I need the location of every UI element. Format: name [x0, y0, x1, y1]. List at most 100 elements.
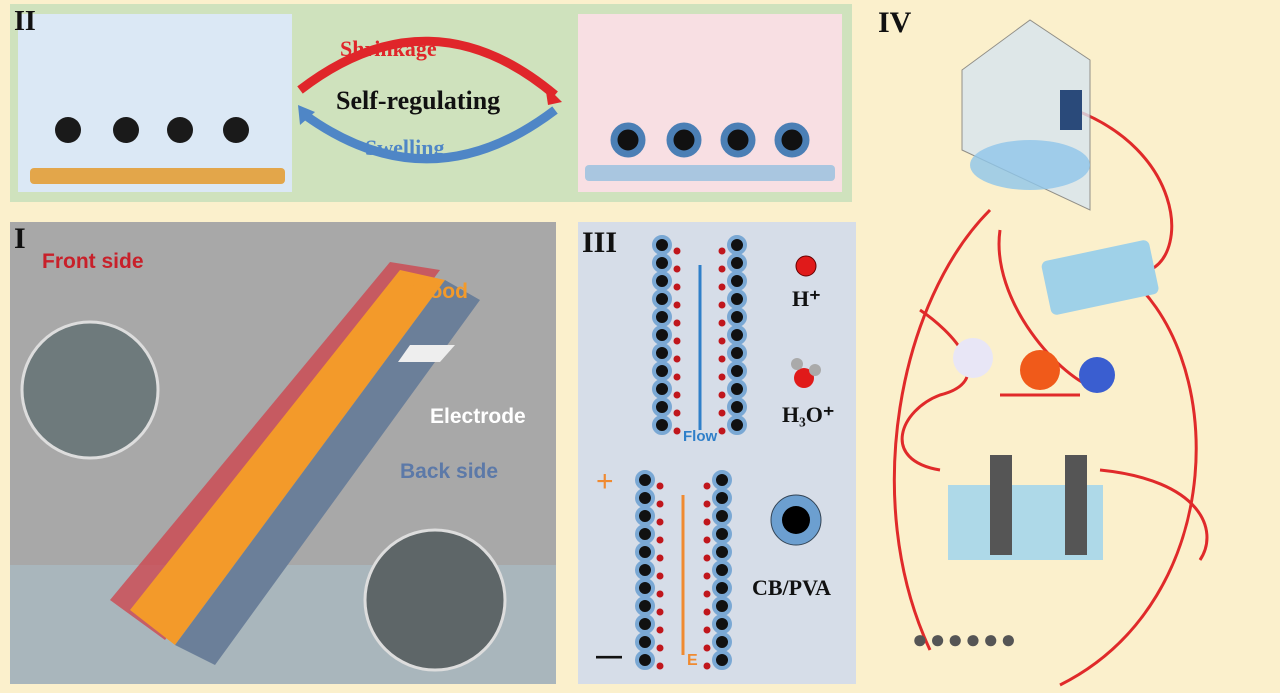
proton-dot: [673, 301, 681, 309]
bulb-white-icon: [953, 338, 993, 378]
cb-pva-particle: [712, 524, 732, 544]
proton-dot: [673, 247, 681, 255]
cb-pva-particle: [635, 650, 655, 670]
electrode-label: Electrode: [430, 405, 526, 428]
cb-pva-particle: [727, 397, 747, 417]
plus-sign: +: [596, 465, 614, 498]
proton-dot: [656, 536, 664, 544]
bulb-orange-icon: [1020, 350, 1060, 390]
proton-dot: [718, 355, 726, 363]
shrinkage-arrow: [297, 36, 558, 99]
cb-pva-particle: [635, 578, 655, 598]
panel-ii-label: II: [14, 6, 36, 37]
cb-pva-particle: [652, 397, 672, 417]
electrode-right: [1065, 455, 1087, 555]
cb-pva-particle: [712, 614, 732, 634]
proton-dot: [718, 409, 726, 417]
proton-dot: [673, 337, 681, 345]
cb-pva-particle: [635, 470, 655, 490]
cb-pva-label: CB/PVA: [752, 575, 832, 600]
proton-dot: [673, 355, 681, 363]
back-sem-image: [363, 528, 507, 672]
proton-dot: [703, 662, 711, 670]
minus-sign: —: [596, 640, 622, 670]
back-side-label: Back side: [400, 460, 499, 483]
device-icon: [1060, 90, 1082, 130]
proton-dot: [718, 319, 726, 327]
cb-pva-particle: [652, 415, 672, 435]
electrode-shape: [398, 345, 455, 362]
proton-dot: [718, 337, 726, 345]
cb-pva-particle: [727, 235, 747, 255]
cb-pva-chains: [635, 235, 747, 670]
cb-pva-particle: [635, 542, 655, 562]
front-side-label: Front side: [42, 250, 144, 273]
swelling-arrow: [302, 106, 558, 164]
proton-dot: [673, 319, 681, 327]
h-plus-icon: [795, 255, 817, 277]
electrode-left: [990, 455, 1012, 555]
front-sem-image: [20, 320, 160, 460]
proton-dot: [718, 427, 726, 435]
proton-dot: [718, 391, 726, 399]
swollen-state-image: [18, 14, 292, 192]
proton-dot: [703, 518, 711, 526]
cb-pva-particle: [727, 271, 747, 291]
proton-dot: [718, 373, 726, 381]
proton-dot: [718, 247, 726, 255]
carbon-particles-left: [55, 117, 249, 143]
proton-dot: [718, 265, 726, 273]
swelling-label: Swelling: [365, 135, 445, 160]
proton-dot: [703, 644, 711, 652]
wood-label: Wood: [410, 280, 468, 303]
proton-dot: [656, 572, 664, 580]
h3o-plus-label: H₃O⁺: [782, 402, 835, 427]
cb-pva-particle: [635, 560, 655, 580]
proton-dot: [673, 373, 681, 381]
cb-pva-particle: [712, 578, 732, 598]
cb-pva-particle: [712, 488, 732, 508]
cb-pva-particle: [652, 289, 672, 309]
panel-i-label: I: [14, 222, 26, 255]
cb-pva-particle: [652, 343, 672, 363]
proton-dot: [703, 626, 711, 634]
cb-pva-particle: [652, 361, 672, 381]
proton-dot: [703, 572, 711, 580]
cb-pva-particle: [635, 488, 655, 508]
proton-dot: [656, 500, 664, 508]
cb-pva-particle: [727, 325, 747, 345]
cb-pva-particle: [652, 235, 672, 255]
panel-iv-label: IV: [878, 6, 912, 39]
wood-block: [130, 270, 445, 645]
cb-pva-particle: [727, 343, 747, 363]
cb-pva-particle: [652, 271, 672, 291]
cb-pva-particle: [727, 379, 747, 399]
substrate-layer: [30, 168, 285, 184]
more-devices-ellipsis: ●●●●●●: [912, 625, 1019, 654]
cb-pva-particle: [635, 632, 655, 652]
proton-dot: [656, 590, 664, 598]
proton-dot: [703, 554, 711, 562]
bulb-blue-icon: [1079, 357, 1115, 393]
cb-pva-particle: [652, 325, 672, 345]
cb-pva-particle: [635, 614, 655, 634]
panel-iii-label: III: [582, 226, 618, 259]
cb-pva-particle: [712, 470, 732, 490]
substrate-layer-right: [585, 165, 835, 181]
cb-pva-particle: [712, 632, 732, 652]
cb-pva-particle: [727, 361, 747, 381]
cb-pva-particle: [635, 524, 655, 544]
proton-dot: [656, 482, 664, 490]
cb-pva-particle: [635, 596, 655, 616]
cb-pva-particle: [727, 307, 747, 327]
back-side-layer: [175, 280, 480, 665]
proton-dot: [673, 265, 681, 273]
proton-dot: [703, 482, 711, 490]
cb-pva-particle: [652, 307, 672, 327]
cb-pva-particle: [712, 560, 732, 580]
proton-dot: [703, 536, 711, 544]
cb-pva-particle: [712, 542, 732, 562]
wiring: [892, 108, 1209, 687]
proton-dot: [673, 427, 681, 435]
